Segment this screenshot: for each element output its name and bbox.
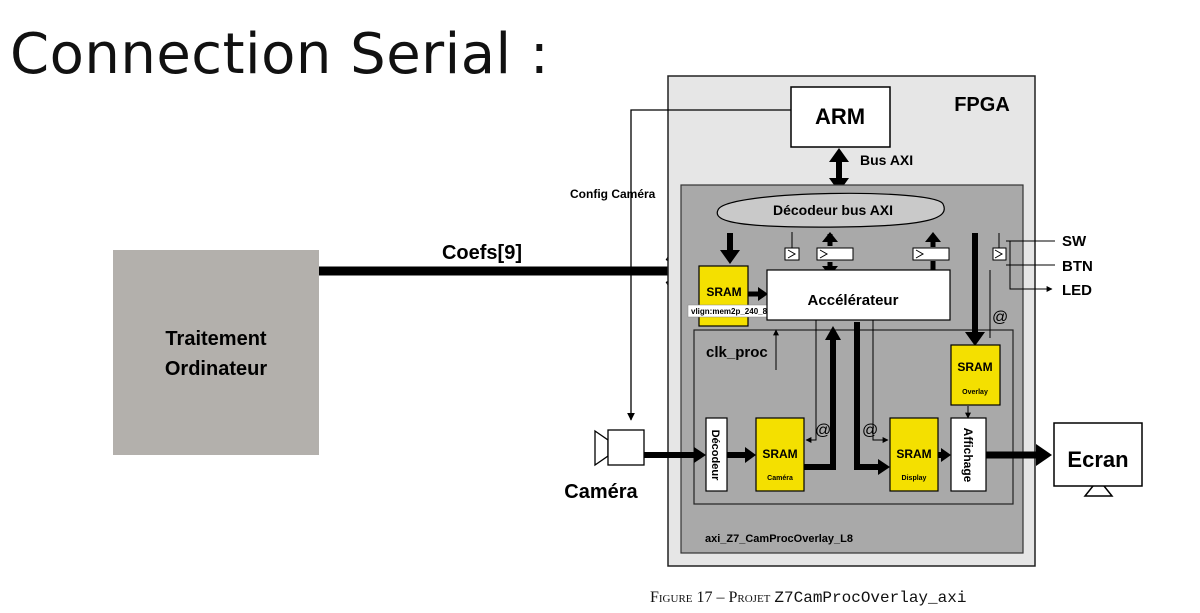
sram-camera-block <box>755 417 805 492</box>
display-at-label: @ <box>862 422 878 439</box>
led-wire <box>1009 241 1053 292</box>
register-3 <box>912 247 950 261</box>
register-2-arrow-up <box>822 232 838 242</box>
overlay-at-label: @ <box>992 309 1008 326</box>
bus-axi-arrow-up <box>829 148 849 162</box>
btn-label: BTN <box>1062 258 1093 275</box>
arm-label: ARM <box>815 104 865 129</box>
host-label-line2: Ordinateur <box>165 358 267 380</box>
camera-icon <box>594 429 645 467</box>
arm-block <box>790 86 891 148</box>
sram-camera-addr <box>805 320 817 443</box>
sram-display-title: SRAM <box>896 447 931 461</box>
decoder-to-sram-head <box>720 250 740 264</box>
register-2 <box>816 247 854 261</box>
register-3-arrow-up <box>925 232 941 242</box>
sram-camera-to-accel-head <box>825 326 841 340</box>
figure-caption: Figure 17 – Projet Z7CamProcOverlay_axi <box>650 589 966 607</box>
sram-coefs-label: SRAM <box>706 285 741 299</box>
sram-camera-sub: Caméra <box>767 475 793 482</box>
accel-to-sram-display-head <box>878 459 890 475</box>
coefs-label: Coefs[9] <box>442 242 522 264</box>
accelerator-block <box>766 269 951 321</box>
affichage-label: Affichage <box>961 428 975 483</box>
overlay-write-head <box>965 332 985 346</box>
camera-to-decoder-head <box>694 447 706 463</box>
affichage-to-ecran-head <box>1036 444 1052 466</box>
ecran-label: Ecran <box>1067 447 1128 472</box>
host-computer-block <box>113 250 319 455</box>
module-name-label: axi_Z7_CamProcOverlay_L8 <box>705 533 853 545</box>
decoder-to-sram-cam-head <box>745 447 756 463</box>
decoder-bus-ellipse <box>716 192 945 228</box>
slide-title: Connection Serial : <box>10 22 550 87</box>
clk-proc-label: clk_proc <box>706 344 768 361</box>
config-camera-label: Config Caméra <box>570 187 656 201</box>
sram-camera-to-accel-bus <box>804 338 836 470</box>
vlign-label: vlign:mem2p_240_8 <box>691 307 768 316</box>
accel-to-sram-display-bus <box>854 322 880 470</box>
sram-to-accel-head <box>758 287 768 301</box>
sram-display-sub: Display <box>902 475 927 482</box>
sw-label: SW <box>1062 233 1087 250</box>
sram-overlay-sub: Overlay <box>962 389 988 396</box>
sram-display-addr <box>872 320 889 443</box>
sram-camera-title: SRAM <box>762 447 797 461</box>
figure-caption-prefix: Figure 17 – Projet <box>650 589 775 606</box>
display-to-affichage-head <box>941 448 951 462</box>
sram-overlay-title: SRAM <box>957 360 992 374</box>
register-3-clock <box>915 249 925 259</box>
affichage-block <box>950 417 987 492</box>
config-camera-wire <box>627 109 791 421</box>
register-sw <box>992 247 1007 261</box>
figure-caption-name: Z7CamProcOverlay_axi <box>774 589 967 607</box>
fpga-label: FPGA <box>954 94 1010 116</box>
register-1 <box>784 247 800 261</box>
led-label: LED <box>1062 282 1092 299</box>
register-1-clock <box>787 249 797 259</box>
camera-at-label: @ <box>815 422 831 439</box>
monitor-icon <box>1053 422 1143 497</box>
decodeur-label: Décodeur <box>709 430 721 481</box>
sram-overlay-block <box>950 344 1001 406</box>
register-2-clock <box>819 249 829 259</box>
decoder-bus-label: Décodeur bus AXI <box>773 202 893 218</box>
bus-axi-label: Bus AXI <box>860 152 913 168</box>
register-sw-clock <box>994 249 1004 259</box>
camera-label: Caméra <box>564 481 638 503</box>
host-label-line1: Traitement <box>165 328 266 350</box>
accelerator-label: Accélérateur <box>808 292 899 309</box>
processing-region <box>693 329 1014 505</box>
